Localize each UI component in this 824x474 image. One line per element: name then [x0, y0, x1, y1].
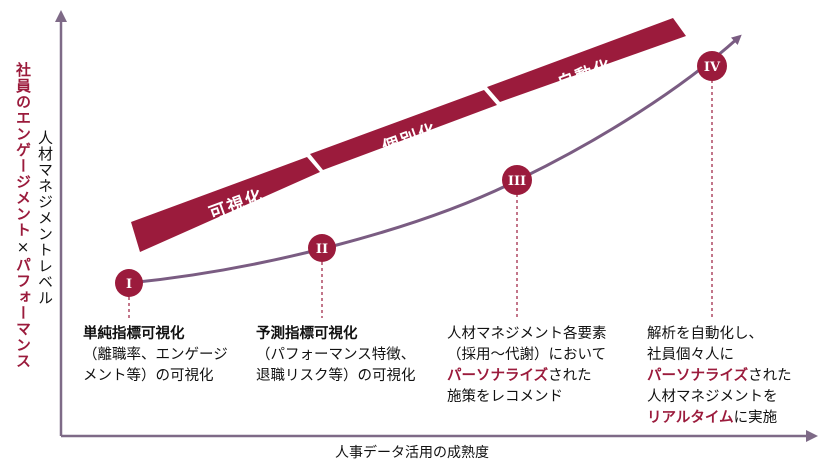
- stage-3-line: （採用〜代謝）において: [447, 347, 607, 363]
- stage-4-highlight-tail: された: [748, 368, 792, 384]
- stage-1-line: メント等）の可視化: [83, 368, 214, 384]
- stage-3-marker: III: [502, 165, 532, 195]
- band-arrow-visualize: [131, 157, 320, 252]
- stage-2-line: （パフォーマンス特徴、: [256, 347, 416, 363]
- stage-4-roman: IV: [704, 60, 721, 75]
- stage-1-line: （離職率、エンゲージ: [83, 347, 228, 363]
- stage-3-line: パーソナライズされた: [447, 366, 607, 387]
- stage-1-title: 単純指標可視化: [83, 326, 185, 342]
- stage-4-line: 人材マネジメントを: [647, 389, 778, 405]
- y-axis-label-level: 人材マネジメントレベル: [36, 130, 54, 306]
- stage-3-description: 人材マネジメント各要素 （採用〜代謝）において パーソナライズされた 施策をレコ…: [447, 324, 607, 408]
- stage-4-description: 解析を自動化し、 社員個々人に パーソナライズされた 人材マネジメントを リアル…: [647, 324, 792, 429]
- stage-4-line: パーソナライズされた: [647, 366, 792, 387]
- y-axis-performance: パフォーマンス: [14, 257, 32, 369]
- stage-1-roman: I: [126, 277, 132, 292]
- stage-3-highlight-tail: された: [548, 368, 592, 384]
- y-axis-engagement: 社員のエンゲージメント: [14, 62, 32, 238]
- stage-1-marker: I: [115, 269, 143, 297]
- x-axis-label: 人事データ活用の成熟度: [335, 445, 489, 461]
- y-axis-label-engagement-performance: 社員のエンゲージメント×パフォーマンス: [14, 62, 32, 369]
- stage-2-roman: II: [316, 242, 328, 257]
- band-arrow-automate: [487, 18, 686, 102]
- growth-curve: [128, 34, 742, 285]
- stage-4-line: リアルタイムに実施: [647, 408, 792, 429]
- stage-3-line: 施策をレコメンド: [447, 389, 563, 405]
- stage-4-line: 解析を自動化し、: [647, 326, 763, 342]
- stage-2-description: 予測指標可視化 （パフォーマンス特徴、 退職リスク等）の可視化: [256, 324, 416, 387]
- stage-2-marker: II: [308, 234, 336, 262]
- x-axis-arrowhead: [806, 430, 818, 442]
- stage-4-realtime-tail: に実施: [733, 410, 778, 426]
- stage-4-marker: IV: [697, 51, 727, 81]
- band-arrow-individualize: [310, 90, 497, 170]
- stage-4-highlight: パーソナライズ: [647, 368, 749, 384]
- y-axis-arrowhead: [55, 10, 67, 22]
- stage-3-roman: III: [508, 174, 526, 189]
- stage-3-line: 人材マネジメント各要素: [447, 326, 607, 342]
- stage-4-realtime: リアルタイム: [647, 410, 734, 426]
- stage-2-line: 退職リスク等）の可視化: [256, 368, 416, 384]
- stage-3-highlight: パーソナライズ: [447, 368, 549, 384]
- y-axis-times: ×: [14, 238, 32, 257]
- stage-4-line: 社員個々人に: [647, 347, 734, 363]
- stage-2-title: 予測指標可視化: [256, 326, 358, 342]
- stage-1-description: 単純指標可視化 （離職率、エンゲージ メント等）の可視化: [83, 324, 228, 387]
